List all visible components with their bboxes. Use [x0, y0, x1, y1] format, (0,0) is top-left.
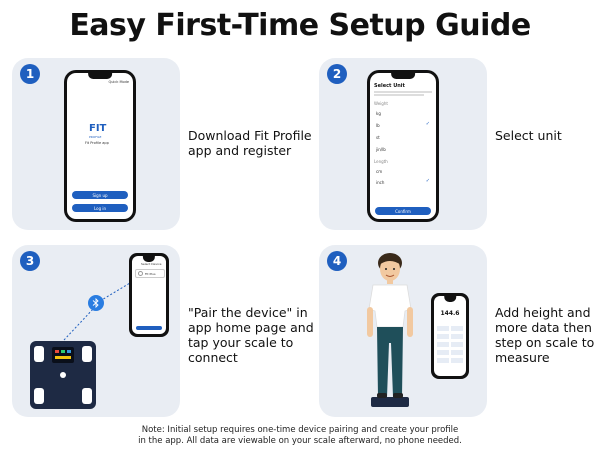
fit-logo: FIT	[89, 123, 107, 134]
step-4-caption: Add height and more data then step on sc…	[495, 305, 595, 365]
person-illustration	[367, 253, 413, 407]
step-3-caption: "Pair the device" in app home page and t…	[188, 305, 314, 365]
pair-button[interactable]	[136, 326, 162, 330]
weight-option-st[interactable]: st	[376, 135, 380, 140]
select-device-header: Select Device	[141, 262, 162, 266]
phone-2: Select Unit Weight kg lb ✓ st jin/lb Len…	[367, 70, 439, 222]
phone-4-screen: 144.6	[434, 296, 466, 376]
bluetooth-icon	[88, 295, 104, 311]
step-2-card: 2 Select Unit Weight kg lb ✓ st jin/lb L…	[319, 58, 487, 230]
login-button[interactable]: Log in	[72, 204, 128, 212]
length-label: Length	[374, 159, 388, 164]
phone-3-screen: Select Device Fit Plus	[132, 256, 166, 334]
phone-3: Select Device Fit Plus	[129, 253, 169, 337]
step-3-card: 3 Select Device Fit Plus	[12, 245, 180, 417]
weight-label: Weight	[374, 101, 388, 106]
phone-1: Quick Mode FIT PROFILE Fit Profile app S…	[64, 70, 136, 222]
device-item[interactable]: Fit Plus	[135, 269, 165, 278]
select-unit-header: Select Unit	[374, 83, 405, 89]
step-1-caption: Download Fit Profile app and register	[188, 128, 312, 158]
check-icon: ✓	[425, 121, 430, 127]
scale-display	[52, 347, 74, 363]
step-1-badge: 1	[20, 64, 40, 84]
setup-note: Note: Initial setup requires one-time de…	[138, 425, 462, 446]
fit-logo-sub: PROFILE	[89, 135, 102, 139]
step-2-caption: Select unit	[495, 128, 562, 143]
check-icon: ✓	[425, 178, 430, 184]
confirm-button[interactable]: Confirm	[375, 207, 431, 215]
page-title: Easy First-Time Setup Guide	[69, 8, 531, 43]
scale-logo	[60, 372, 66, 378]
pairing-lines	[63, 282, 131, 341]
weight-option-kg[interactable]: kg	[376, 111, 381, 116]
app-tagline: Fit Profile app	[85, 141, 109, 145]
step-4-card: 4 144.6	[319, 245, 487, 417]
weight-option-lb[interactable]: lb	[376, 123, 380, 128]
step-3-badge: 3	[20, 251, 40, 271]
metrics-grid	[437, 326, 463, 363]
step-1-card: 1 Quick Mode FIT PROFILE Fit Profile app…	[12, 58, 180, 230]
weight-reading: 144.6	[440, 310, 460, 317]
phone-4: 144.6	[431, 293, 469, 379]
quick-mode-link[interactable]: Quick Mode	[108, 80, 129, 84]
length-option-inch[interactable]: inch	[376, 180, 385, 185]
length-option-cm[interactable]: cm	[376, 169, 383, 174]
step-2-badge: 2	[327, 64, 347, 84]
step-4-badge: 4	[327, 251, 347, 271]
phone-2-screen: Select Unit Weight kg lb ✓ st jin/lb Len…	[370, 73, 436, 219]
signup-button[interactable]: Sign up	[72, 191, 128, 199]
phone-1-screen: Quick Mode FIT PROFILE Fit Profile app S…	[67, 73, 133, 219]
smart-scale	[30, 341, 96, 409]
weight-option-jin[interactable]: jin/lb	[376, 147, 386, 152]
